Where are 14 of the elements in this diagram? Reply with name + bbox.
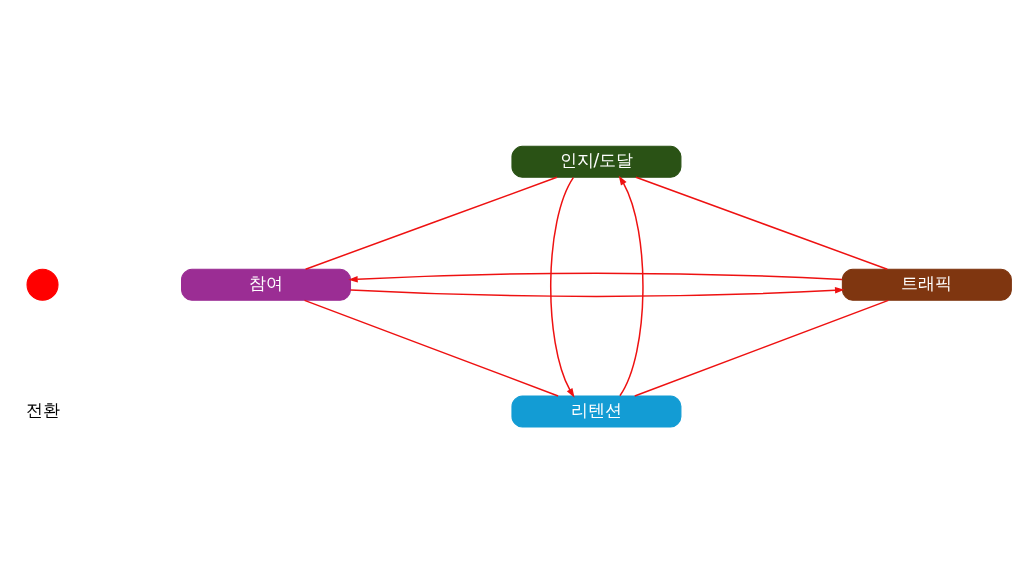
arrow — [549, 176, 575, 398]
node-box: 참여 — [180, 268, 351, 301]
connector — [303, 299, 559, 397]
label: 전환 — [25, 399, 60, 420]
connector — [634, 176, 888, 270]
node-box: 트래픽 — [841, 268, 1012, 301]
arrow — [618, 175, 644, 396]
connector — [633, 299, 889, 397]
arrow — [347, 271, 843, 282]
arrow — [349, 286, 844, 297]
node-box: 인지/도달 — [510, 145, 681, 178]
node-circle — [26, 268, 59, 301]
node-box: 리텐션 — [510, 394, 681, 427]
connector — [304, 176, 558, 270]
